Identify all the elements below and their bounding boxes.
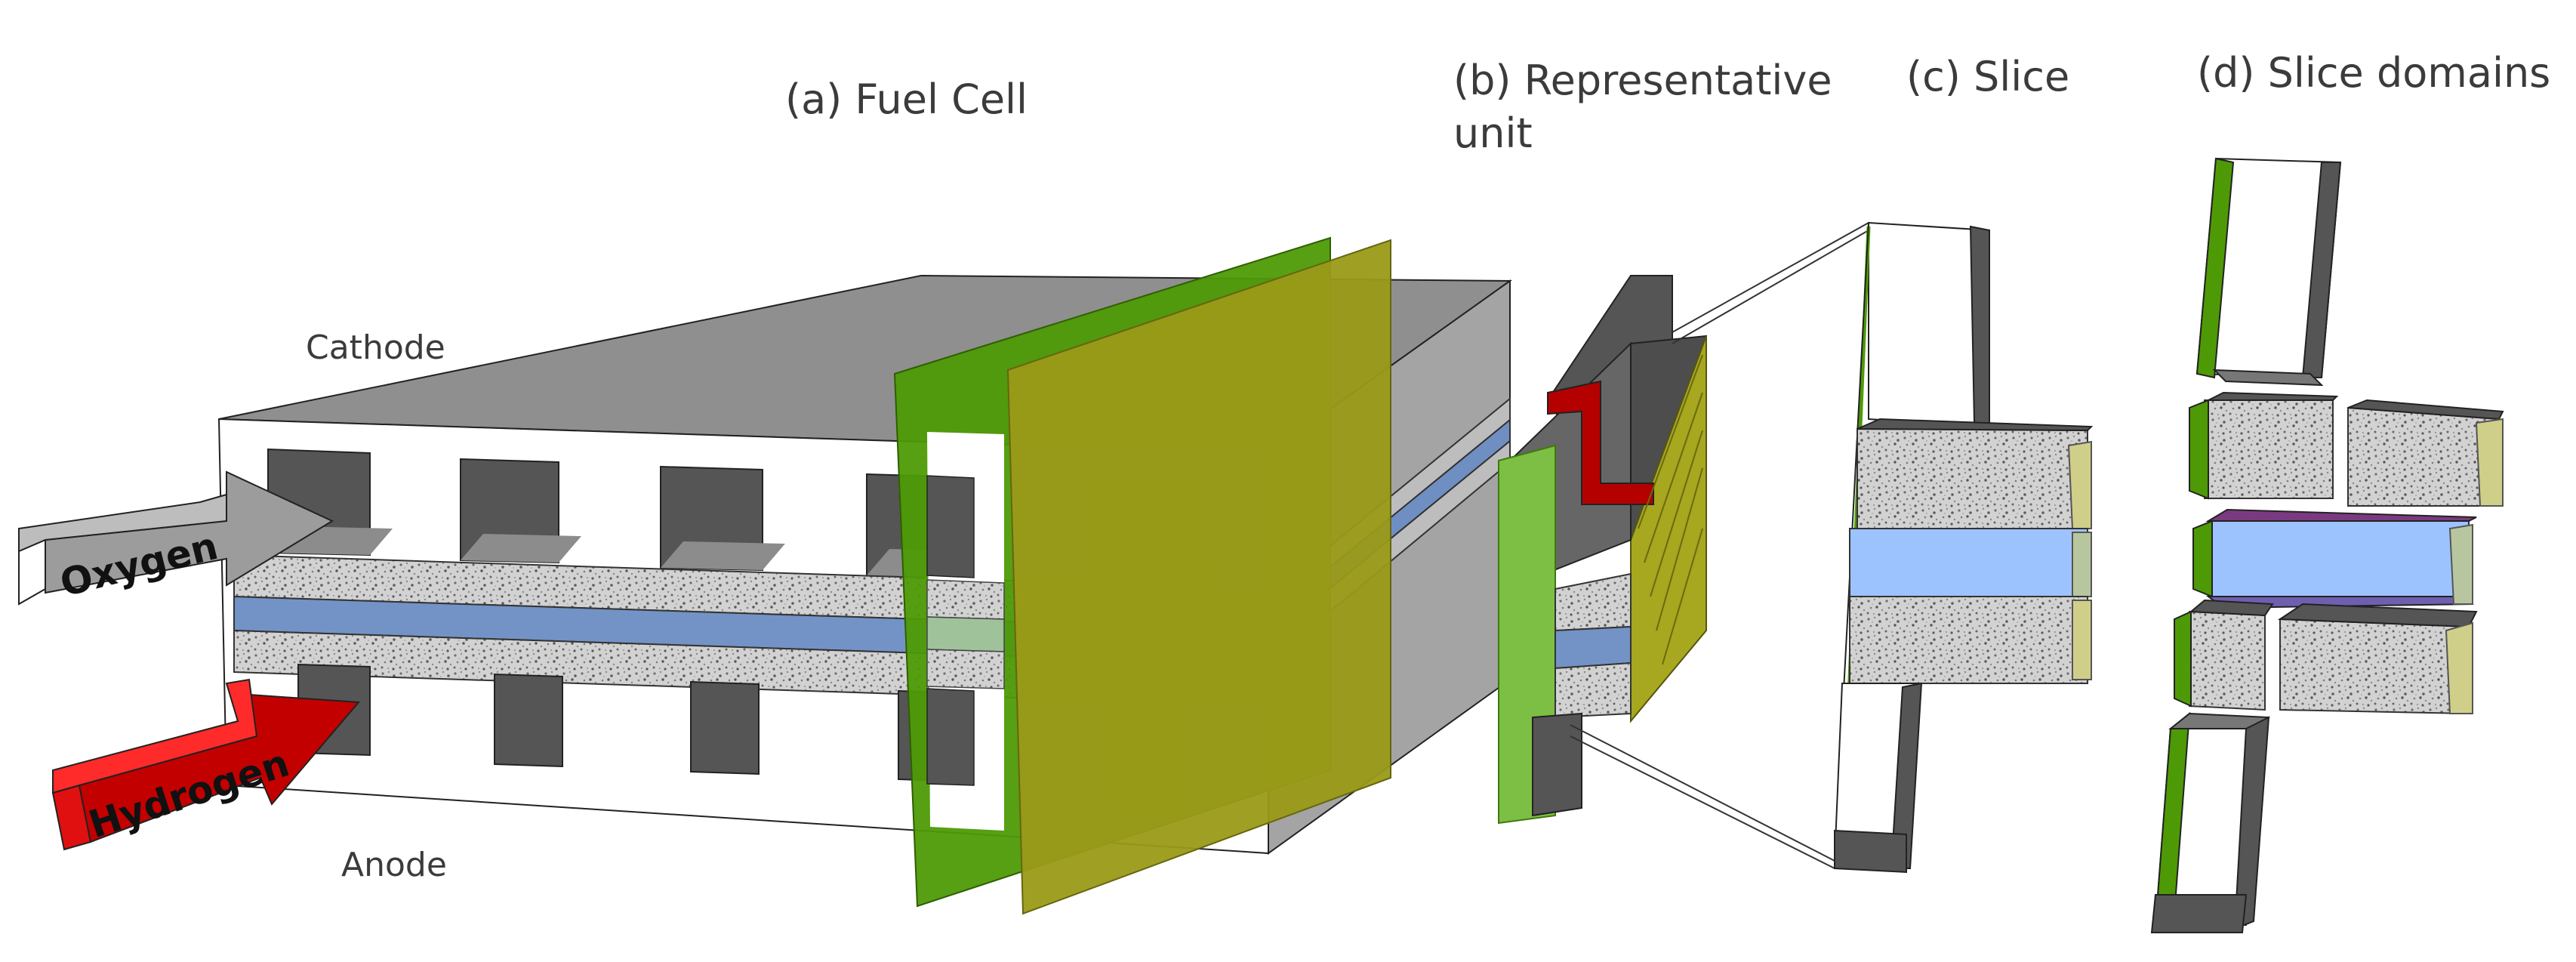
channel-floor [661,541,785,570]
domain-gdl-c-top [2189,599,2274,617]
plane-window-channel-bot [926,688,975,786]
unit-olive-stripes [1638,354,1703,665]
oxygen-arrow-top [18,493,227,553]
domain-gdl-d-end [2445,621,2473,714]
plane-window-membrane [926,616,1005,652]
label-representative-unit-line2: unit [1453,109,1533,157]
anode-channel [494,673,563,768]
slice-plane-olive [1006,239,1391,915]
domain-gdl-a-top [2208,391,2339,401]
domain-gdl-d-top [2277,603,2478,628]
domain-gdl-b-end [2475,418,2504,507]
unit-gdl-top [1555,572,1632,632]
label-slice-domains: (d) Slice domains [2197,49,2550,97]
domain-top-green [2195,157,2235,379]
domain-gdl-c-green [2174,610,2192,708]
label-slice: (c) Slice [1906,53,2069,100]
slice-gdl-bottom [1849,596,2088,684]
anode-channel [690,680,760,775]
slice-view [1833,221,2094,874]
plane-window-gdl2 [926,649,1005,689]
slice-gdl-top [1857,427,2088,529]
representative-unit [1498,275,1707,825]
domain-top-side [2301,162,2342,378]
domain-membrane [2208,520,2470,597]
zoom-lines [1570,222,1869,869]
domain-gdl-a [2204,399,2334,499]
unit-bottom-channel [1532,712,1582,817]
slice-membrane [1849,528,2088,597]
slice-gdl-top-end [2067,440,2092,529]
slice-top-frame-side [1969,225,1990,428]
domain-gdl-d [2279,618,2470,715]
domain-gdl-c [2189,610,2266,711]
slice-bottom-frame-base [1834,829,1907,874]
unit-gdl-bottom [1555,661,1632,719]
unit-membrane [1555,625,1632,670]
label-anode: Anode [341,846,447,884]
slice-domains [2150,157,2504,933]
domain-membrane-green [2192,520,2213,598]
slice-bottom-frame-side [1890,682,1923,869]
unit-red-highlight [1547,380,1654,505]
slice-gdl-top-roof [1857,418,2094,432]
domain-gdl-b-top [2347,399,2504,421]
plane-window-channel-top [926,475,975,578]
domain-membrane-top [2205,508,2477,522]
slice-gdl-bottom-end [2072,600,2092,680]
domain-membrane-end [2448,523,2473,605]
plane-window-gdl [926,579,1005,620]
label-fuel-cell: (a) Fuel Cell [785,76,1028,123]
hydrogen-arrow-top [52,678,258,794]
label-representative-unit-line1: (b) Representative [1453,57,1832,104]
slice-membrane-end [2072,532,2092,597]
domain-gdl-a-green [2189,399,2209,500]
domain-bottom-side [2233,716,2270,930]
domain-bottom-base [2150,894,2248,933]
label-cathode: Cathode [306,328,445,367]
channel-floor [461,534,581,563]
domain-top-base [2212,368,2324,387]
